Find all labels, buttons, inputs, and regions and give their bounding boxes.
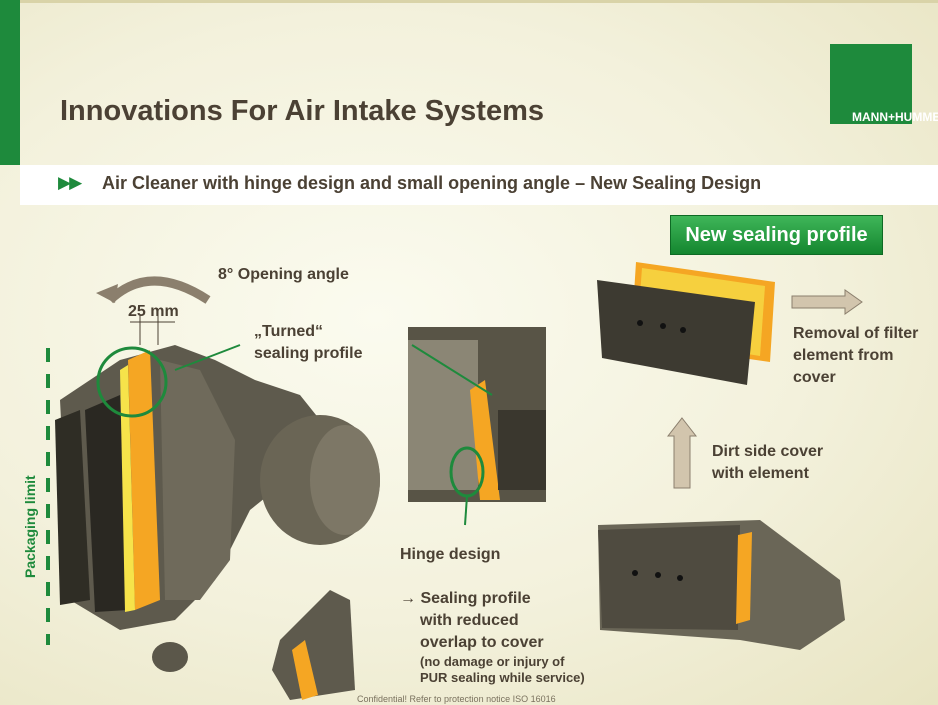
packaging-limit-label: Packaging limit xyxy=(22,475,38,578)
top-rule xyxy=(0,0,938,3)
right-arrow-icon xyxy=(791,289,863,315)
removal-line2: element from xyxy=(793,347,894,364)
opening-angle-label: 8° Opening angle xyxy=(218,266,349,283)
turned-label-line1: „Turned“ xyxy=(254,323,324,340)
removal-line3: cover xyxy=(793,369,836,386)
sealing-line1: → Sealing profile xyxy=(400,590,531,607)
turned-label-line2: sealing profile xyxy=(254,345,363,362)
small-housing-image xyxy=(272,590,355,700)
removal-line1: Removal of filter xyxy=(793,325,919,342)
slide-title: Innovations For Air Intake Systems xyxy=(60,95,544,127)
dirt-line1: Dirt side cover xyxy=(712,443,824,460)
sealing-line3: overlap to cover xyxy=(420,634,544,651)
confidential-footer: Confidential! Refer to protection notice… xyxy=(357,694,556,704)
hinge-design-label: Hinge design xyxy=(400,546,501,563)
slide-subtitle: Air Cleaner with hinge design and small … xyxy=(102,173,762,193)
up-arrow-icon xyxy=(666,417,698,489)
dimension-label: 25 mm xyxy=(128,303,179,320)
mann-hummel-logo xyxy=(830,44,912,124)
dirt-side-cover-image xyxy=(598,520,845,650)
double-play-arrows-icon: ▶▶ xyxy=(58,173,82,192)
dirt-line2: with element xyxy=(712,465,809,482)
note-line2: PUR sealing while service) xyxy=(420,670,585,685)
sealing-line2: with reduced xyxy=(420,612,519,629)
air-cleaner-housing-image xyxy=(55,344,380,672)
note-line1: (no damage or injury of xyxy=(420,654,565,669)
hinge-detail-image xyxy=(408,327,546,526)
new-sealing-profile-badge: New sealing profile xyxy=(670,215,883,255)
rotate-arrow-icon xyxy=(106,276,211,304)
green-side-bar xyxy=(0,0,20,165)
rotate-arrow-head xyxy=(96,284,118,303)
subtitle-band xyxy=(20,165,938,205)
logo-text: MANN+HUMMEL xyxy=(852,110,938,124)
filter-element-image xyxy=(597,262,775,385)
